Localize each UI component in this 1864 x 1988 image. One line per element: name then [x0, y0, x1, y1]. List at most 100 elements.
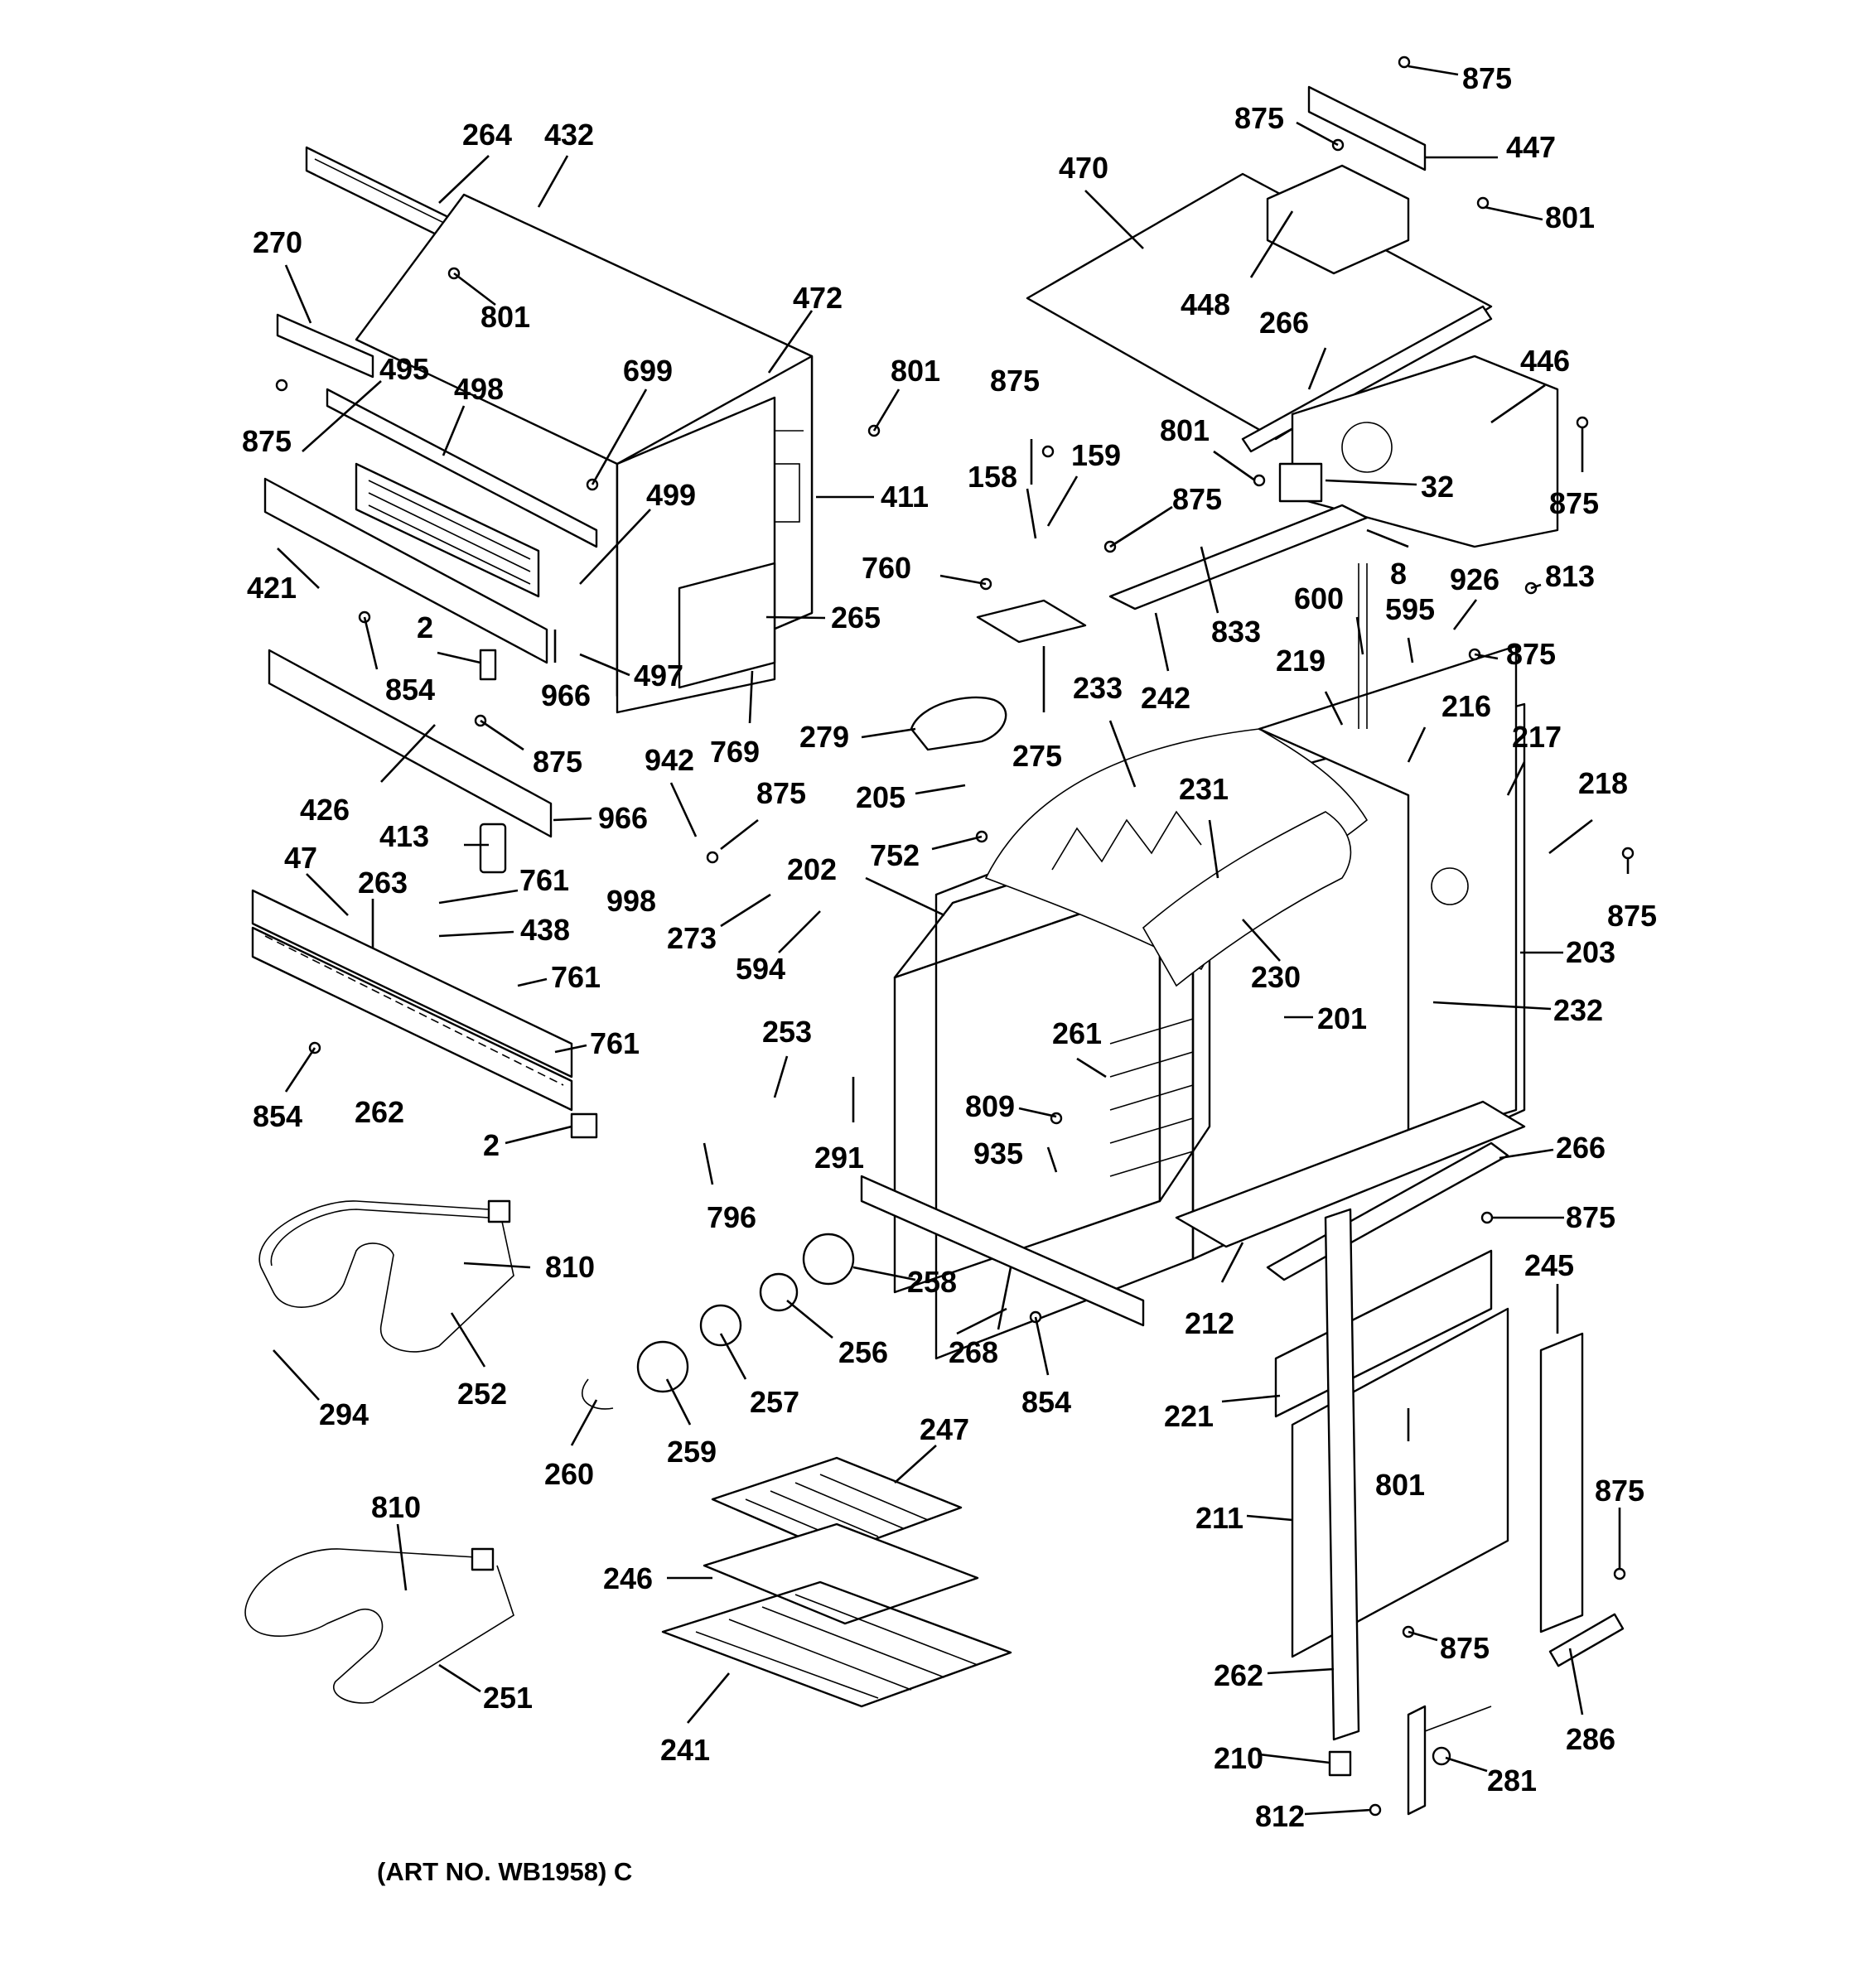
callout-854: 854 — [1021, 1385, 1071, 1419]
callout-935: 935 — [973, 1136, 1023, 1170]
callout-833: 833 — [1211, 615, 1261, 649]
bottom-tray-212 — [1175, 1100, 1526, 1248]
callout-210: 210 — [1214, 1741, 1263, 1775]
callout-801: 801 — [1545, 200, 1595, 234]
callout-202: 202 — [787, 852, 837, 886]
callout-498: 498 — [454, 372, 504, 406]
callout-291: 291 — [814, 1141, 864, 1175]
callout-447: 447 — [1506, 130, 1556, 164]
trim-426 — [268, 649, 553, 838]
callout-218: 218 — [1578, 766, 1628, 800]
callout-211: 211 — [1195, 1501, 1243, 1535]
bumper-210 — [1328, 1750, 1352, 1777]
callout-495: 495 — [379, 352, 429, 386]
callout-294: 294 — [319, 1397, 369, 1431]
callout-158: 158 — [968, 460, 1017, 494]
insulation-233 — [984, 728, 1369, 971]
callout-875: 875 — [1607, 899, 1657, 933]
callout-268: 268 — [949, 1335, 998, 1369]
callout-221: 221 — [1164, 1399, 1214, 1433]
callout-875: 875 — [756, 776, 806, 810]
callout-796: 796 — [707, 1200, 756, 1234]
callout-259: 259 — [667, 1435, 717, 1469]
leader-lines — [273, 65, 1630, 1816]
callout-261: 261 — [1052, 1016, 1102, 1050]
bracket-242 — [1108, 504, 1369, 610]
callout-251: 251 — [483, 1681, 533, 1715]
callout-253: 253 — [762, 1015, 812, 1049]
callout-2: 2 — [483, 1128, 500, 1162]
callout-242: 242 — [1141, 681, 1190, 715]
callout-216: 216 — [1441, 689, 1491, 723]
callout-472: 472 — [793, 281, 843, 315]
callout-265: 265 — [831, 601, 881, 635]
trim-assembly-47 — [251, 889, 573, 1112]
callout-257: 257 — [750, 1385, 799, 1419]
callout-201: 201 — [1317, 1001, 1367, 1035]
callout-875: 875 — [242, 424, 292, 458]
callout-219: 219 — [1276, 644, 1326, 678]
callout-801: 801 — [1160, 413, 1210, 447]
callout-426: 426 — [300, 793, 350, 827]
callout-497: 497 — [634, 659, 683, 692]
callout-258: 258 — [907, 1265, 957, 1299]
parts-art — [244, 55, 1635, 1817]
callout-942: 942 — [645, 743, 694, 777]
broiler-pan-247 — [711, 1456, 963, 1555]
callout-212: 212 — [1185, 1306, 1234, 1340]
plate-275 — [976, 599, 1087, 644]
box-448 — [1266, 164, 1410, 275]
callout-275: 275 — [1012, 739, 1062, 773]
broil-element-251 — [244, 1547, 514, 1704]
callout-279: 279 — [799, 720, 849, 754]
callout-769: 769 — [710, 735, 760, 769]
callout-413: 413 — [379, 819, 429, 853]
callout-32: 32 — [1421, 470, 1454, 504]
callout-263: 263 — [358, 866, 408, 900]
callout-926: 926 — [1450, 562, 1499, 596]
callout-labels: 264 432 270 801 472 699 495 498 801 875 … — [242, 61, 1657, 1833]
callout-875: 875 — [1172, 482, 1222, 516]
side-trim-245 — [1539, 1332, 1584, 1633]
callout-810: 810 — [371, 1490, 421, 1524]
harness-600 — [1358, 563, 1368, 729]
callout-233: 233 — [1073, 671, 1123, 705]
callout-812: 812 — [1255, 1799, 1305, 1833]
callout-813: 813 — [1545, 559, 1595, 593]
bracket-270 — [276, 313, 374, 379]
callout-761: 761 — [551, 960, 601, 994]
callout-875: 875 — [1506, 637, 1556, 671]
hinge-281 — [1407, 1705, 1492, 1816]
callout-438: 438 — [520, 913, 570, 947]
callout-752: 752 — [870, 838, 920, 872]
callout-256: 256 — [838, 1335, 888, 1369]
bake-element-252 — [258, 1199, 514, 1353]
trim-262b — [1324, 1208, 1360, 1741]
callout-432: 432 — [544, 118, 594, 152]
callout-232: 232 — [1553, 993, 1603, 1027]
callout-801: 801 — [1375, 1468, 1425, 1502]
callout-231: 231 — [1179, 772, 1229, 806]
callout-203: 203 — [1566, 935, 1615, 969]
callout-446: 446 — [1520, 344, 1570, 378]
callout-998: 998 — [606, 884, 656, 918]
callout-270: 270 — [253, 225, 302, 259]
callout-875: 875 — [1549, 486, 1599, 520]
callout-217: 217 — [1512, 720, 1562, 754]
callout-273: 273 — [667, 921, 717, 955]
callout-245: 245 — [1524, 1248, 1574, 1282]
callout-854: 854 — [385, 673, 435, 707]
cover-265 — [678, 562, 776, 689]
callout-809: 809 — [965, 1089, 1015, 1123]
callout-262: 262 — [355, 1095, 404, 1129]
callout-448: 448 — [1181, 287, 1230, 321]
callout-252: 252 — [457, 1377, 507, 1411]
callout-600: 600 — [1294, 581, 1344, 615]
callout-262: 262 — [1214, 1658, 1263, 1692]
vent-grille-421 — [263, 462, 548, 664]
callout-246: 246 — [603, 1561, 653, 1595]
clip-2 — [479, 649, 598, 1139]
callout-594: 594 — [736, 952, 785, 986]
callout-421: 421 — [247, 571, 297, 605]
callout-230: 230 — [1251, 960, 1301, 994]
